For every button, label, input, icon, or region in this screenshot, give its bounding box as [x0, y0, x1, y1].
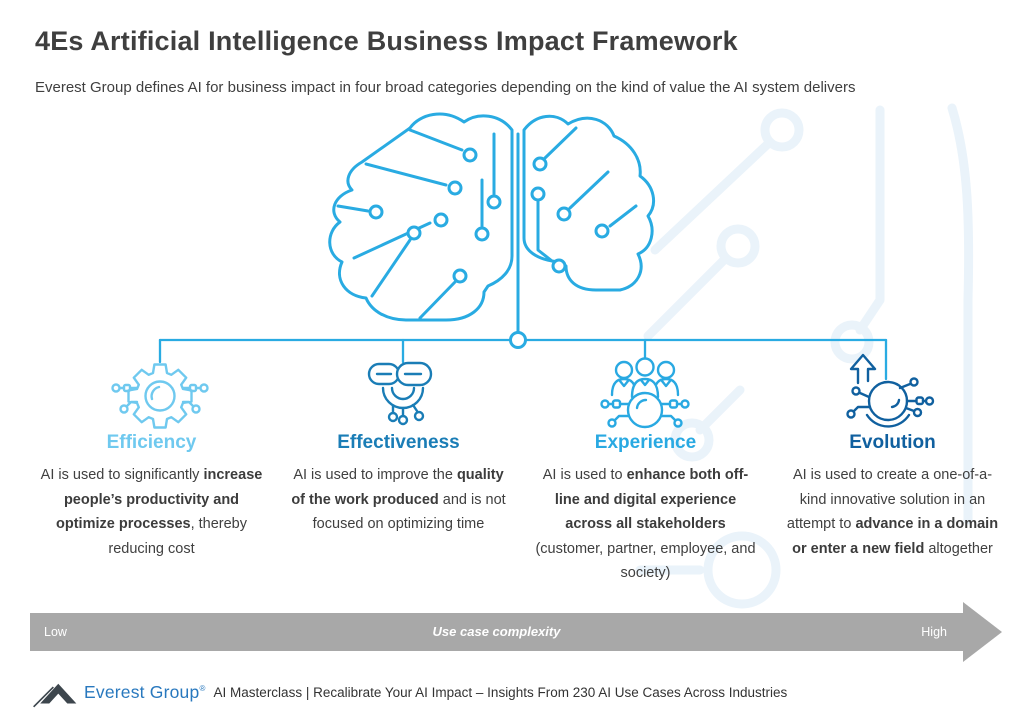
complexity-axis: Low Use case complexity High	[30, 602, 1002, 662]
arrow-up-circuit-icon	[846, 353, 935, 428]
page-title: 4Es Artificial Intelligence Business Imp…	[35, 26, 738, 56]
brain-left-lobe	[328, 112, 514, 322]
category-effectiveness-label: Effectiveness	[337, 432, 460, 453]
complexity-axis-bar	[30, 613, 963, 651]
background-circuit-watermark	[635, 103, 974, 609]
category-evolution: Evolution AI is used to create a one-of-…	[769, 432, 1016, 586]
category-experience-description: AI is used to enhance both off-line and …	[535, 467, 756, 581]
footer-caption: AI Masterclass | Recalibrate Your AI Imp…	[213, 684, 788, 700]
category-effectiveness-description: AI is used to improve the quality of the…	[291, 467, 506, 532]
framework-diagram	[111, 103, 974, 609]
page-subtitle: Everest Group defines AI for business im…	[35, 79, 856, 96]
axis-high-label: High	[921, 625, 947, 639]
registered-mark: ®	[199, 683, 206, 693]
everest-group-logo-icon	[33, 683, 77, 708]
gear-circuit-icon	[111, 363, 209, 429]
chain-circuit-icon	[367, 361, 433, 426]
axis-low-label: Low	[44, 625, 67, 639]
category-efficiency-label: Efficiency	[106, 432, 197, 453]
brain-right-lobe	[522, 114, 656, 292]
category-columns: Efficiency AI is used to significantly i…	[28, 432, 1016, 586]
people-circuit-icon	[600, 357, 690, 429]
axis-center-label: Use case complexity	[432, 624, 561, 639]
everest-group-logo-text: Everest Group®	[84, 681, 206, 702]
brain-circuit-illustration	[328, 112, 656, 334]
footer: Everest Group® AI Masterclass | Recalibr…	[32, 668, 787, 716]
connector-center-node	[509, 331, 527, 349]
category-experience: Experience AI is used to enhance both of…	[522, 432, 769, 586]
category-effectiveness: Effectiveness AI is used to improve the …	[275, 432, 522, 586]
category-evolution-label: Evolution	[849, 432, 936, 453]
category-evolution-description: AI is used to create a one-of-a-kind inn…	[786, 467, 999, 557]
complexity-axis-arrowhead	[963, 602, 1002, 662]
category-efficiency-description: AI is used to significantly increase peo…	[40, 467, 263, 557]
connector-lines	[158, 331, 888, 381]
category-efficiency: Efficiency AI is used to significantly i…	[28, 432, 275, 586]
category-experience-label: Experience	[594, 432, 697, 453]
